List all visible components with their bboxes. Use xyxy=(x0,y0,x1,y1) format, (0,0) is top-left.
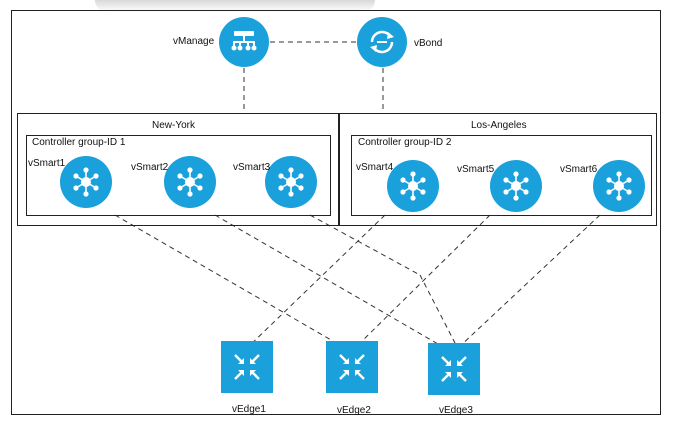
vedge2-label: vEdge2 xyxy=(337,405,371,416)
vbond-node xyxy=(357,17,407,67)
site-box-left xyxy=(17,113,339,226)
vsmart3-node xyxy=(265,156,317,208)
vsmart5-node xyxy=(490,160,542,212)
vedge1-node xyxy=(221,341,273,393)
site-box-right xyxy=(339,113,657,226)
top-shadow xyxy=(95,0,375,12)
link-vsmart1-vedge2 xyxy=(114,214,346,349)
vsmart-icon xyxy=(73,167,99,197)
group-box-left xyxy=(26,135,331,216)
router-icon xyxy=(339,354,365,380)
vsmart6-label: vSmart6 xyxy=(560,164,598,175)
vsmart-icon xyxy=(503,171,529,201)
site-title-right: Los-Angeles xyxy=(471,120,527,131)
vsmart-icon xyxy=(400,171,426,201)
vsmart3-label: vSmart3 xyxy=(233,162,271,173)
vsmart6-node xyxy=(593,160,645,212)
vsmart1-label: vSmart1 xyxy=(28,158,66,169)
link-vsmart2-vedge3 xyxy=(214,214,446,349)
vsmart-icon xyxy=(606,171,632,201)
vsmart5-label: vSmart5 xyxy=(457,164,495,175)
vedge3-label: vEdge3 xyxy=(439,405,473,416)
vsmart2-node xyxy=(164,156,216,208)
vsmart-icon xyxy=(278,167,304,197)
site-title-left: New-York xyxy=(152,120,195,131)
vbond-icon xyxy=(370,30,394,54)
group-title-right: Controller group-ID 2 xyxy=(358,137,452,148)
vmanage-label: vManage xyxy=(173,36,215,47)
vsmart4-label: vSmart4 xyxy=(356,162,394,173)
link-vsmart5-vedge2 xyxy=(354,214,491,349)
vmanage-icon xyxy=(231,31,257,51)
group-title-left: Controller group-ID 1 xyxy=(32,137,126,148)
vsmart4-node xyxy=(387,160,439,212)
vmanage-node xyxy=(219,17,269,67)
vsmart-icon xyxy=(177,167,203,197)
vedge1-label: vEdge1 xyxy=(232,404,266,415)
group-box-right xyxy=(351,135,652,216)
vsmart2-label: vSmart2 xyxy=(131,162,169,173)
vbond-label: vBond xyxy=(414,38,443,49)
link-vsmart3-vedge3b xyxy=(419,274,456,344)
link-vsmart4-vedge1 xyxy=(246,214,386,349)
diagram-frame xyxy=(11,10,661,415)
link-vsmart6-vedge3 xyxy=(457,214,601,349)
vedge2-node xyxy=(326,341,378,393)
router-icon xyxy=(441,356,467,382)
vedge3-node xyxy=(428,343,480,395)
vsmart1-node xyxy=(60,156,112,208)
router-icon xyxy=(234,354,260,380)
